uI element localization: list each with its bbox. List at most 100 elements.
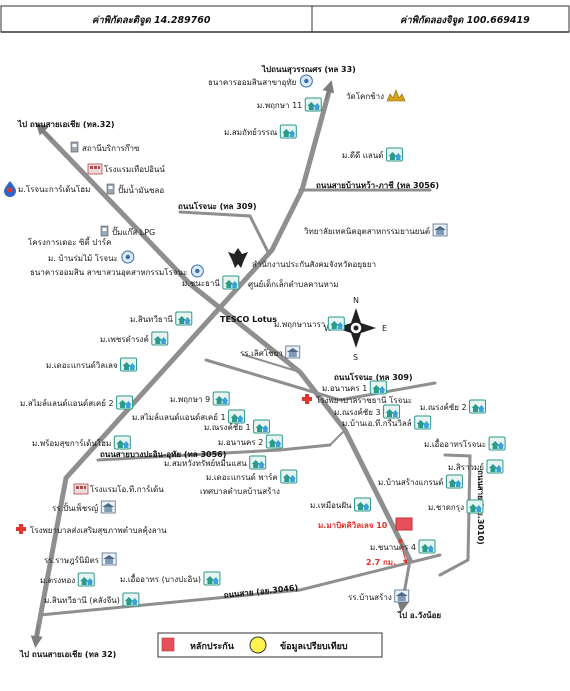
label-bang-pa-in-uthai: ถนนสายบางปะอิน-อุทัย (ทล 3056) xyxy=(100,450,226,460)
places-layer: ธนาคารออมสินสาขาอุทัยวัดโคกช้างม.พฤกษา 1… xyxy=(4,74,506,607)
bank-icon xyxy=(190,264,204,278)
label-to-wangnoi: ไป อ.วังน้อย xyxy=(397,610,441,620)
house-icon xyxy=(212,391,230,406)
place-m-somwang: ม.สมหวังทรัพย์หมื่นแสน xyxy=(164,455,267,470)
place-label: ม.ดีดี แลนด์ xyxy=(342,150,383,160)
place-m-khongthong: ม.ตรงทอง xyxy=(40,572,95,587)
place-label: รร.บ้านสร้าง xyxy=(348,593,392,602)
place-label: ม.เอื้ออาทรโรจนะ xyxy=(424,438,486,449)
school-icon xyxy=(285,345,301,359)
place-label: ม.อนานคร 1 xyxy=(322,384,367,393)
bank-icon xyxy=(121,250,135,264)
place-m-sinthawee2: ม.สินทวีธานี (คลังจีน) xyxy=(44,592,140,607)
place-label: วัดโคกช้าง xyxy=(346,91,384,101)
place-m-anan1: ม.อนานคร 1 xyxy=(322,380,387,395)
place-label: โรงพยาบาลส่งเสริมสุขภาพตำบลคุ้งลาน xyxy=(30,525,167,535)
target-property: ม.มาบิดคิวิลเลจ 10 2.7 กม. xyxy=(318,517,413,567)
road-bang-pa-in-uthai xyxy=(96,443,332,462)
gas-station-icon xyxy=(106,183,115,195)
house-icon xyxy=(327,316,345,331)
place-label: TESCO Lotus xyxy=(220,315,277,324)
place-label: ม. บ้านร่มไม้ โรจนะ xyxy=(48,253,118,263)
place-label: สำนักงานประกันสังคมจังหวัดอยุธยา xyxy=(252,260,376,269)
target-label: ม.มาบิดคิวิลเลจ 10 xyxy=(318,521,388,530)
place-m-chanakrung4: ม.ชนานคร 4 xyxy=(370,539,436,554)
place-m-ban-sa: ม.บ้านสร้างแกรนด์ xyxy=(378,474,463,489)
place-label: ม.สไมล์แลนด์แอนด์สเคย์ 2 xyxy=(20,398,114,408)
place-m-muangfah: ม.เหมือนฝัน xyxy=(310,497,372,512)
house-icon xyxy=(304,97,322,112)
place-label: ม.เพชรดำรงค์ xyxy=(100,334,149,344)
house-icon xyxy=(279,124,297,139)
place-label: ม.บ้านเอ.ที.กรีนวิลล์ xyxy=(342,418,412,428)
place-gsb-rojana: ธนาคารออมสิน สาขาสวนอุตสาหกรรมโรจนะ xyxy=(30,264,204,278)
house-icon xyxy=(418,539,436,554)
place-m-chanakrung: ม.ชาดกรุง xyxy=(428,499,484,514)
distance-label: 2.7 กม. xyxy=(366,558,396,567)
place-label: โครงการเดอะ ซิตี้ ปาร์ค xyxy=(28,236,111,247)
place-m-sinthawee: ม.สินทวีธานี xyxy=(130,311,193,326)
place-m-somkhit: ม.สมถัทย์วรรณ xyxy=(224,124,297,139)
place-m-pruksa9: ม.พฤกษา 9 xyxy=(170,391,230,406)
place-school: รร.เลิศโชยา xyxy=(240,345,301,359)
place-label: โรงแรมโอ.ที.การ์เด้น xyxy=(90,484,164,494)
collateral-marker xyxy=(395,517,413,531)
house-icon xyxy=(116,395,134,410)
place-label: ศูนย์เด็กเล็กตำบลคานหาม xyxy=(248,279,339,290)
place-m-prom: ม.พร้อมสุขการ์เด้นโฮม xyxy=(32,435,131,450)
house-icon xyxy=(77,572,95,587)
house-icon xyxy=(249,455,267,470)
house-icon xyxy=(445,474,463,489)
place-label: ม.ชนานคร 4 xyxy=(370,543,416,552)
compass-n: N xyxy=(353,296,359,305)
house-icon xyxy=(175,311,193,326)
place-police: สถานีบริการก๊าซ xyxy=(70,141,140,153)
house-icon xyxy=(488,436,506,451)
school-icon xyxy=(100,500,116,514)
place-label: ม.เดอะแกรนด์ พาร์ค xyxy=(206,472,278,482)
legend-comparison-label: ข้อมูลเปรียบเทียบ xyxy=(280,641,348,652)
place-label: ม.พฤกษานารา xyxy=(274,320,325,329)
place-tambon-office: เทศบาลตำบลบ้านสร้าง xyxy=(200,487,280,496)
place-m-deedee: ม.ดีดี แลนด์ xyxy=(342,147,403,162)
road-rojana-east xyxy=(204,358,437,402)
house-icon xyxy=(414,415,432,430)
place-label: ม.เอื้ออาทร (บางปะอิน) xyxy=(120,573,201,584)
place-label: ม.ตรงทอง xyxy=(40,576,75,585)
label-ban-wa-phachi: ถนนสายบ้านหว้า-ภาชี (ทล 3056) xyxy=(316,180,439,190)
place-m-sapan: ม.สไมล์แลนด์แอนด์สเคย์ 2 xyxy=(20,395,134,410)
latitude-label: ค่าพิกัดละติจูด 14.289760 xyxy=(92,15,211,26)
place-m-narong3: ม.ณรงค์ชัย 3 xyxy=(334,404,401,419)
house-icon xyxy=(354,497,372,512)
coordinate-header: ค่าพิกัดละติจูด 14.289760 ค่าพิกัดลองจิจ… xyxy=(0,5,570,33)
place-label: โรงแรมเทือปอินน์ xyxy=(104,164,165,174)
garuda-emblem-icon xyxy=(228,248,248,268)
legend-collateral-label: หลักประกัน xyxy=(190,641,235,652)
house-icon xyxy=(222,275,240,290)
place-tesco: TESCO Lotus xyxy=(220,315,277,324)
place-label: ม.พร้อมสุขการ์เด้นโฮม xyxy=(32,438,111,448)
school-icon xyxy=(101,552,117,566)
house-icon xyxy=(120,357,138,372)
place-m-eua-bangpa: ม.เอื้ออาทร (บางปะอิน) xyxy=(120,571,221,586)
temple-icon xyxy=(386,89,406,102)
compass-e: E xyxy=(382,324,387,333)
hotel-icon xyxy=(87,163,103,175)
road-rojana-west xyxy=(178,210,270,254)
place-label: ปั๊มแก๊ส LPG xyxy=(112,226,155,237)
label-rojana-309-right: ถนนโรจนะ (ทล 309) xyxy=(334,372,413,382)
place-city-park: โครงการเดอะ ซิตี้ ปาร์ค xyxy=(28,236,111,247)
house-icon xyxy=(253,419,271,434)
label-rojana-309-left: ถนนโรจนะ (ทล 309) xyxy=(178,201,257,211)
place-label: ม.เหมือนฝัน xyxy=(310,501,352,510)
place-label: ม.ณรงค์ชัย 3 xyxy=(334,407,381,417)
house-icon xyxy=(113,435,131,450)
place-lpg: ปั๊มแก๊ส LPG xyxy=(100,225,155,237)
house-icon xyxy=(265,434,283,449)
place-label: ม.สิราวมย์ xyxy=(448,462,484,472)
place-hosp-rojana: โรงพยาบาลราชธานี โรจนะ xyxy=(302,394,412,405)
place-m-smile1: ม.สไมล์แลนด์แอนด์สเคย์ 1 xyxy=(132,409,246,424)
place-label: ม.พฤกษา 9 xyxy=(170,395,210,404)
place-gsb-uthai: ธนาคารออมสินสาขาอุทัย xyxy=(208,74,313,88)
place-food-rojana: ม.เอื้ออาทรโรจนะ xyxy=(424,436,506,451)
